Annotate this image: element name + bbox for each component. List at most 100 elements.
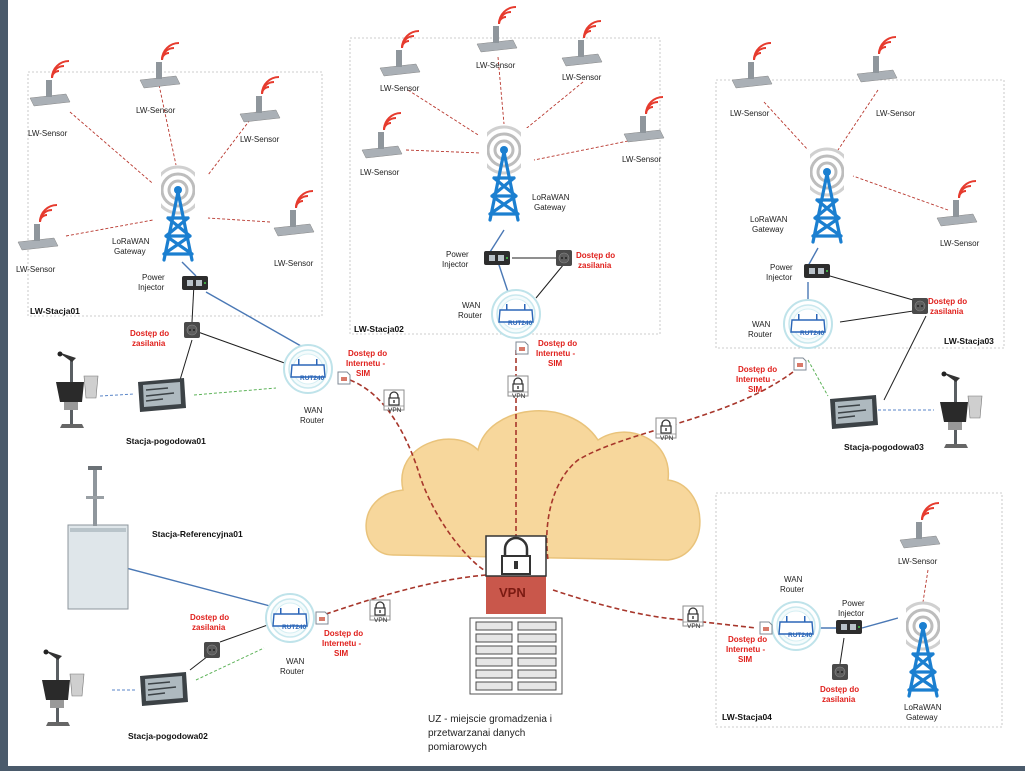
internet-access-label: Internetu -: [346, 359, 385, 368]
power-access-label: zasilania: [132, 339, 166, 348]
wan-router-icon: [491, 289, 541, 339]
wan-router-icon: [771, 601, 821, 651]
vpn-label: VPN: [374, 617, 388, 624]
power-outlet-icon: [183, 321, 201, 339]
internet-access-label: Dostęp do: [324, 629, 363, 638]
sensor-01c: [239, 76, 281, 123]
sensor-label: LW-Sensor: [876, 109, 916, 118]
sensor-02c: [561, 20, 603, 67]
sensor-label: LW-Sensor: [898, 557, 938, 566]
station-label: LW-Stacja02: [354, 324, 404, 334]
network-diagram-canvas: LW-Sensor LW-Sensor LW-Sensor LW-Sensor …: [8, 0, 1025, 766]
power-injector-icon: [182, 276, 208, 290]
sensor-label: LW-Sensor: [136, 106, 176, 115]
internet-access-label: SIM: [738, 655, 753, 664]
sensor-label: LW-Sensor: [476, 61, 516, 70]
injector-label: Power: [770, 263, 793, 272]
hub-label: UZ - miejscie gromadzenia i: [428, 714, 552, 725]
vpn-label: VPN: [512, 393, 526, 400]
vpn-label: VPN: [687, 623, 701, 630]
power-injector-icon: [836, 620, 862, 634]
weather-console-icon: [137, 377, 187, 413]
router-model: RUT240: [800, 330, 825, 337]
power-injector-icon: [484, 251, 510, 265]
sim-card-icon: [793, 357, 807, 371]
weather-console-icon: [829, 394, 879, 430]
station-label: LW-Stacja04: [722, 712, 772, 722]
station-label: LW-Stacja01: [30, 306, 80, 316]
weather-station-label: Stacja-pogodowa03: [844, 442, 924, 452]
station-box-01: [27, 71, 323, 317]
gateway-label: Gateway: [752, 225, 784, 234]
router-label: Router: [280, 667, 304, 676]
sensor-label: LW-Sensor: [940, 239, 980, 248]
sensor-01a: [29, 60, 71, 107]
vpn-label: VPN: [660, 435, 674, 442]
sim-card-icon: [515, 341, 529, 355]
power-outlet-icon: [203, 641, 221, 659]
power-access-label: zasilania: [822, 695, 856, 704]
sensor-label: LW-Sensor: [240, 135, 280, 144]
sensor-02b: [476, 6, 518, 53]
sensor-04a: [899, 502, 941, 549]
sensor-label: LW-Sensor: [16, 265, 56, 274]
weather-mast-icon: [939, 371, 983, 449]
vpn-label: VPN: [388, 407, 402, 414]
sensor-01b: [139, 42, 181, 89]
router-model: RUT240: [788, 632, 813, 639]
internet-access-label: SIM: [548, 359, 563, 368]
injector-label: Power: [842, 599, 865, 608]
gateway-icon: [477, 125, 531, 222]
sensor-label: LW-Sensor: [622, 155, 662, 164]
gateway-label: Gateway: [906, 713, 938, 722]
gateway-label: LoRaWAN: [750, 215, 788, 224]
internet-access-label: Internetu -: [322, 639, 361, 648]
reference-station-cabinet: [67, 524, 129, 610]
hub-label: pomiarowych: [428, 742, 487, 753]
power-outlet-icon: [911, 297, 929, 315]
wan-router-icon: [265, 593, 315, 643]
power-access-label: Dostęp do: [190, 613, 229, 622]
router-label: WAN: [286, 657, 305, 666]
internet-access-label: Dostęp do: [538, 339, 577, 348]
wan-router-icon: [283, 344, 333, 394]
injector-label: Injector: [442, 260, 469, 269]
weather-station-label: Stacja-pogodowa01: [126, 436, 206, 446]
internet-access-label: SIM: [356, 369, 371, 378]
internet-access-label: SIM: [748, 385, 763, 394]
internet-cloud: [365, 410, 701, 561]
weather-mast-icon: [41, 649, 85, 727]
sensor-02d: [361, 112, 403, 159]
power-access-label: zasilania: [192, 623, 226, 632]
internet-access-label: Internetu -: [536, 349, 575, 358]
internet-access-label: Internetu -: [726, 645, 765, 654]
power-injector-icon: [804, 264, 830, 278]
gateway-label: LoRaWAN: [904, 703, 942, 712]
gateway-label: Gateway: [114, 247, 146, 256]
sensor-03b: [856, 36, 898, 83]
power-access-label: Dostęp do: [576, 251, 615, 260]
sensor-03a: [731, 42, 773, 89]
injector-label: Injector: [766, 273, 793, 282]
sensor-label: LW-Sensor: [730, 109, 770, 118]
router-label: WAN: [784, 575, 803, 584]
injector-label: Power: [446, 250, 469, 259]
router-label: Router: [780, 585, 804, 594]
internet-access-label: SIM: [334, 649, 349, 658]
wan-router-icon: [783, 299, 833, 349]
internet-access-label: Dostęp do: [728, 635, 767, 644]
router-label: Router: [748, 330, 772, 339]
power-access-label: Dostęp do: [130, 329, 169, 338]
sim-card-icon: [315, 611, 329, 625]
power-access-label: zasilania: [578, 261, 612, 270]
power-outlet-icon: [831, 663, 849, 681]
weather-mast-icon: [55, 351, 99, 429]
router-label: WAN: [304, 406, 323, 415]
sensor-label: LW-Sensor: [380, 84, 420, 93]
gateway-icon: [800, 147, 854, 244]
sim-card-icon: [337, 371, 351, 385]
hub-label: przetwarzanai danych: [428, 728, 525, 739]
server-rack: [469, 617, 563, 695]
injector-label: Injector: [138, 283, 165, 292]
internet-access-label: Dostęp do: [738, 365, 777, 374]
